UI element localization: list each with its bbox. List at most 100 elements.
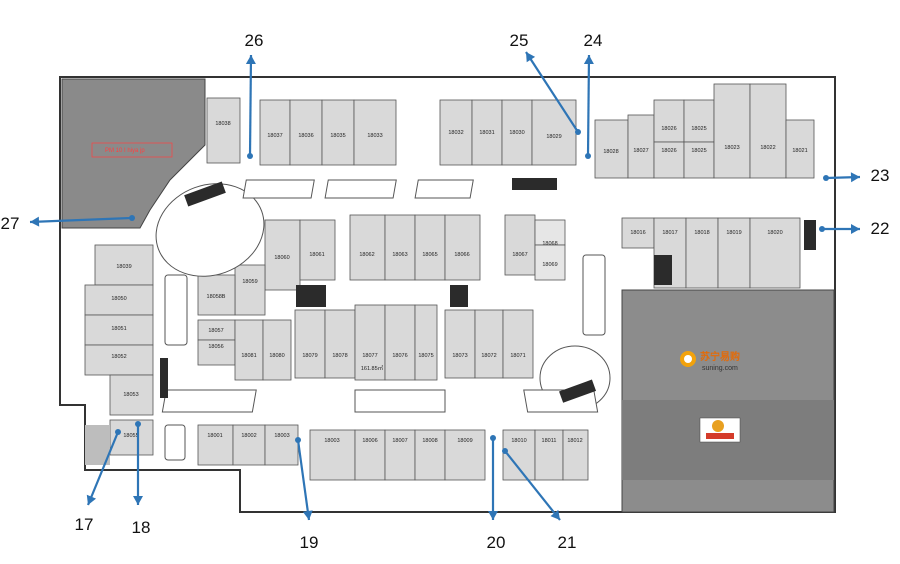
callout-label-25: 25	[510, 31, 529, 50]
unit-label-18018: 18018	[694, 230, 709, 236]
unit-label-18078: 18078	[332, 353, 347, 359]
callout-arrowhead-17	[86, 494, 97, 505]
unit-label-18032: 18032	[448, 130, 463, 136]
callout-dot-24	[585, 153, 591, 159]
unit-label-18063: 18063	[392, 252, 407, 258]
brand-sub: suning.com	[702, 365, 738, 372]
unit-label-18067: 18067	[512, 252, 527, 258]
unit-label-18036: 18036	[298, 133, 313, 139]
center-shops	[197, 214, 566, 381]
unit-label-18062: 18062	[359, 252, 374, 258]
unit-label-18019: 18019	[726, 230, 741, 236]
unit-label-18073: 18073	[452, 353, 467, 359]
callout-arrow-24	[586, 54, 591, 157]
unit-label-18080: 18080	[269, 353, 284, 359]
unit-label-18010: 18010	[511, 438, 526, 444]
unit-label-18021: 18021	[792, 148, 807, 154]
unit-label-18003b: 18003	[324, 438, 339, 444]
callout-arrowhead-19	[302, 510, 313, 520]
callout-dot-19	[295, 437, 301, 443]
unit-label-18006: 18006	[362, 438, 377, 444]
unit-label-18053: 18053	[123, 392, 138, 398]
callout-arrowhead-26	[245, 55, 256, 65]
unit-label-18065: 18065	[422, 252, 437, 258]
callout-dot-20	[490, 435, 496, 441]
unit-label-18003a: 18003	[274, 433, 289, 439]
callout-dot-27	[129, 215, 135, 221]
unit-label-18068: 18068	[542, 241, 557, 247]
callout-arrowhead-27	[30, 216, 40, 227]
area-note: 161.85㎡	[361, 364, 384, 372]
brand-name: 苏宁易购	[700, 350, 740, 363]
callout-label-26: 26	[245, 31, 264, 50]
unit-label-18001: 18001	[207, 433, 222, 439]
unit-label-18002: 18002	[241, 433, 256, 439]
callout-dot-23	[823, 175, 829, 181]
unit-label-18059: 18059	[242, 279, 257, 285]
unit-label-18007: 18007	[392, 438, 407, 444]
unit-label-18066: 18066	[454, 252, 469, 258]
unit-label-18077: 18077	[362, 353, 377, 359]
unit-label-18076: 18076	[392, 353, 407, 359]
unit-label-18038: 18038	[215, 121, 230, 127]
callout-arrows	[29, 51, 861, 521]
unit-label-18058B: 18058B	[207, 294, 226, 300]
top-row-shops	[206, 83, 815, 179]
callout-dot-26	[247, 153, 253, 159]
unit-label-18071: 18071	[510, 353, 525, 359]
unit-label-18026b: 18026	[661, 148, 676, 154]
unit-label-18033: 18033	[367, 133, 382, 139]
unit-label-18035: 18035	[330, 133, 345, 139]
unit-label-18023: 18023	[724, 145, 739, 151]
callout-arrowhead-24	[583, 55, 594, 65]
unit-label-18079: 18079	[302, 353, 317, 359]
unit-label-18027: 18027	[633, 148, 648, 154]
right-mid-shops	[621, 217, 801, 289]
callout-label-24: 24	[584, 31, 603, 50]
bottom-row-shops	[197, 424, 589, 481]
callout-arrow-25	[525, 51, 579, 133]
unit-label-18026a: 18026	[661, 126, 676, 132]
callout-dot-22	[819, 226, 825, 232]
callout-arrowhead-25	[526, 52, 536, 63]
callout-dot-18	[135, 421, 141, 427]
unit-label-18060: 18060	[274, 255, 289, 261]
callout-label-19: 19	[300, 533, 319, 552]
callout-arrowhead-21	[550, 509, 560, 520]
callout-label-17: 17	[75, 515, 94, 534]
gray-block	[85, 425, 110, 465]
callout-arrowhead-22	[851, 224, 860, 234]
escalators	[160, 178, 816, 403]
callout-arrowhead-18	[133, 496, 143, 505]
unit-label-18069: 18069	[542, 262, 557, 268]
unit-label-18051: 18051	[111, 326, 126, 332]
unit-label-18075: 18075	[418, 353, 433, 359]
unit-label-18072: 18072	[481, 353, 496, 359]
callout-label-18: 18	[132, 518, 151, 537]
unit-label-18011: 18011	[542, 438, 557, 444]
callout-dot-25	[575, 129, 581, 135]
unit-label-18025b: 18025	[691, 148, 706, 154]
callout-arrow-27	[29, 216, 133, 224]
callout-arrow-19	[296, 439, 311, 521]
left-column-shops	[84, 244, 154, 465]
callout-dot-21	[502, 448, 508, 454]
callout-arrow-21	[504, 450, 561, 521]
unit-label-18012: 18012	[567, 438, 582, 444]
callout-label-27: 27	[1, 214, 20, 233]
unit-label-18025a: 18025	[691, 126, 706, 132]
building-outline	[59, 76, 836, 513]
unit-label-18037: 18037	[267, 133, 282, 139]
unit-label-18029: 18029	[546, 134, 561, 140]
callout-arrowhead-20	[488, 511, 498, 520]
unit-label-18009: 18009	[457, 438, 472, 444]
voids	[155, 179, 611, 461]
callout-label-22: 22	[871, 219, 890, 238]
red-zone-box	[91, 142, 173, 158]
unit-label-18020: 18020	[767, 230, 782, 236]
callout-label-20: 20	[487, 533, 506, 552]
callout-arrowhead-23	[850, 172, 860, 183]
callout-arrow-17	[86, 431, 120, 506]
